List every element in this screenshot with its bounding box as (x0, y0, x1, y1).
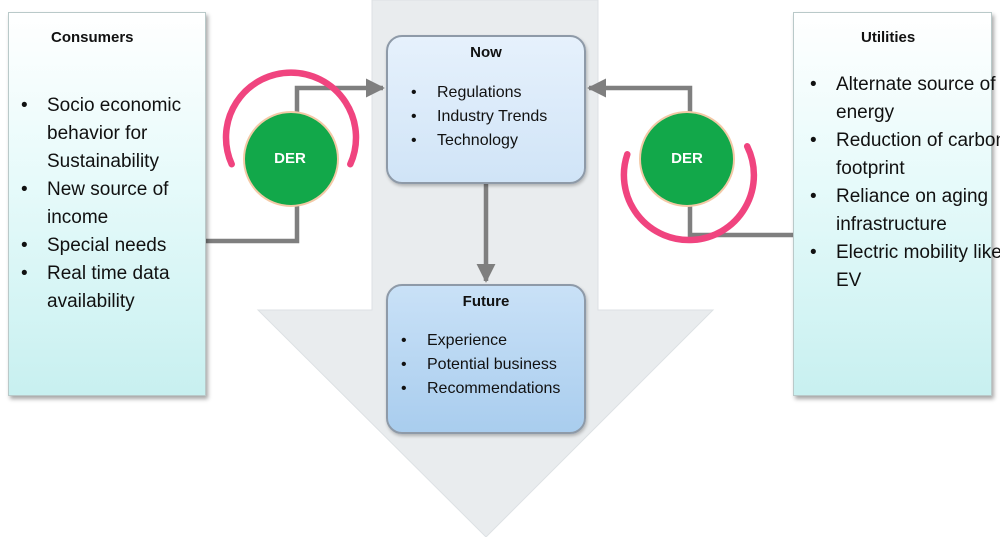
utilities-item: Reliance on aging infrastructure (810, 183, 1000, 239)
utilities-item: Alternate source of energy (810, 71, 1000, 127)
utilities-title: Utilities (861, 29, 916, 46)
der-right-arc (620, 143, 758, 244)
future-item: Recommendations (401, 377, 560, 401)
utilities-item: Reduction of carbon footprint (810, 127, 1000, 183)
consumers-panel: Consumers Socio economic behavior for Su… (8, 12, 206, 396)
consumers-title: Consumers (51, 29, 134, 46)
consumers-item: New source of income (21, 176, 227, 232)
consumers-item: Socio economic behavior for Sustainabili… (21, 92, 227, 176)
future-box: Future Experience Potential business Rec… (386, 284, 586, 434)
future-item: Experience (401, 329, 560, 353)
now-title: Now (470, 44, 502, 61)
now-item: Regulations (411, 81, 547, 105)
der-left-label: DER (274, 150, 306, 167)
future-title: Future (462, 293, 510, 310)
der-left-circle (243, 111, 339, 207)
der-right-circle (639, 111, 735, 207)
utilities-item: Electric mobility like EV (810, 239, 1000, 295)
now-item: Industry Trends (411, 105, 547, 129)
utilities-panel: Utilities Alternate source of energy Red… (793, 12, 1000, 396)
now-list: Regulations Industry Trends Technology (398, 81, 547, 153)
der-right-label: DER (671, 150, 703, 167)
utilities-list: Alternate source of energy Reduction of … (808, 71, 1000, 295)
now-box: Now Regulations Industry Trends Technolo… (386, 35, 586, 184)
now-item: Technology (411, 129, 547, 153)
consumers-item: Real time data availability (21, 260, 227, 316)
future-item: Potential business (401, 353, 560, 377)
consumers-list: Socio economic behavior for Sustainabili… (19, 92, 227, 316)
der-left-arc (222, 69, 360, 168)
consumers-item: Special needs (21, 232, 227, 260)
future-list: Experience Potential business Recommenda… (388, 329, 560, 401)
